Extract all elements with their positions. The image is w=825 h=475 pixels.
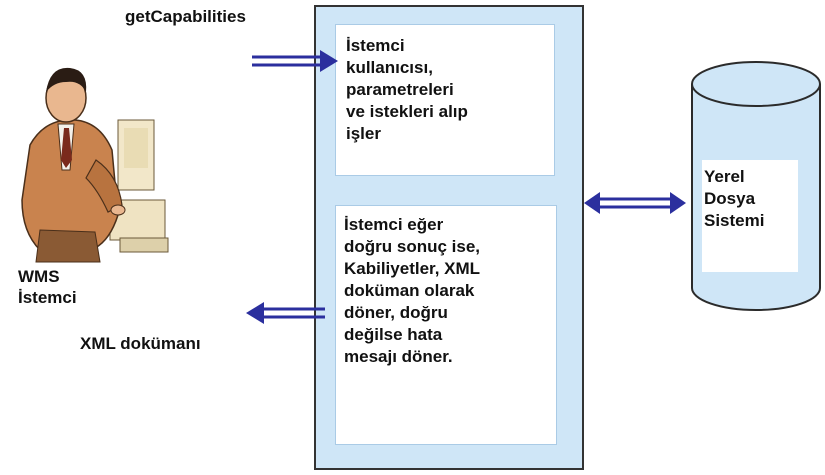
box2-line: doğru sonuç ise, [344, 237, 481, 256]
database-label-line: Dosya [704, 189, 756, 208]
box2-line: doküman olarak [344, 281, 475, 300]
box2-line: değilse hata [344, 325, 443, 344]
box2-line: döner, doğru [344, 303, 448, 322]
database-label-line: Yerel [704, 167, 745, 186]
wms-client-label-line1: WMS [18, 267, 60, 286]
database-label-line: Sistemi [704, 211, 765, 230]
box1-line: parametreleri [346, 80, 454, 99]
box1-line: ve istekleri alıp [346, 102, 468, 121]
box1-line: işler [346, 124, 381, 143]
box2-line: Kabiliyetler, XML [344, 259, 481, 278]
box2-line: İstemci eğer [344, 215, 444, 234]
box1-line: İstemci [346, 36, 405, 55]
wms-client-label-line2: İstemci [18, 288, 77, 307]
xml-document-label: XML dokümanı [80, 334, 201, 353]
get-capabilities-label: getCapabilities [125, 7, 246, 26]
response-box: İstemci eğer doğru sonuç ise, Kabiliyetl… [335, 205, 557, 445]
box1-line: kullanıcısı, [346, 58, 433, 77]
bidirectional-arrow [584, 192, 686, 214]
box2-line: mesajı döner. [344, 347, 453, 366]
process-request-box: İstemci kullanıcısı, parametreleri ve is… [335, 24, 555, 176]
